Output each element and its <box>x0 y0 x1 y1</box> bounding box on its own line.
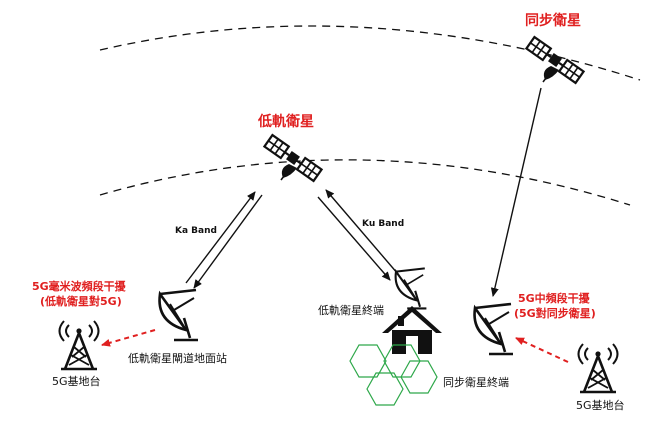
left-interference-arrow <box>101 329 156 347</box>
left-interference-line2: (低軌衛星對5G) <box>40 294 122 308</box>
geo-terminal-dish-icon <box>473 302 515 356</box>
hexagon-cell-group <box>349 344 438 406</box>
leo-terminal-dish-icon <box>394 267 428 310</box>
right-bs-label: 5G基地台 <box>576 398 625 412</box>
ku-band-label: Ku Band <box>362 219 404 229</box>
leo-satellite-label: 低軌衛星 <box>257 113 314 130</box>
geo-orbit-arc <box>99 25 641 81</box>
right-interference-arrow <box>515 337 569 363</box>
left-bs-label: 5G基地台 <box>52 374 101 388</box>
ku-downlink-arrow <box>317 196 391 281</box>
left-interference-line1: 5G毫米波頻段干擾 <box>32 279 127 293</box>
ka-uplink-arrow <box>185 191 256 284</box>
ku-uplink-arrow <box>325 189 399 275</box>
leo-satellite-icon <box>263 133 323 183</box>
right-tower-icon <box>577 342 619 394</box>
gateway-dish-icon <box>158 288 200 342</box>
left-tower-icon <box>58 319 100 371</box>
geo-satellite-label: 同步衛星 <box>525 12 581 29</box>
ka-band-label: Ka Band <box>175 226 217 236</box>
geo-terminal-label: 同步衛星終端 <box>443 375 509 389</box>
geo-downlink-arrow <box>490 87 542 297</box>
gateway-label: 低軌衛星閘道地面站 <box>128 351 227 365</box>
house-icon <box>382 306 442 354</box>
right-interference-line1: 5G中頻段干擾 <box>518 291 591 305</box>
leo-orbit-arc <box>99 159 631 206</box>
right-interference-line2: (5G對同步衛星) <box>514 306 596 320</box>
leo-terminal-label: 低軌衛星終端 <box>318 303 384 317</box>
ka-downlink-arrow <box>193 194 263 289</box>
geo-satellite-icon <box>525 35 585 85</box>
